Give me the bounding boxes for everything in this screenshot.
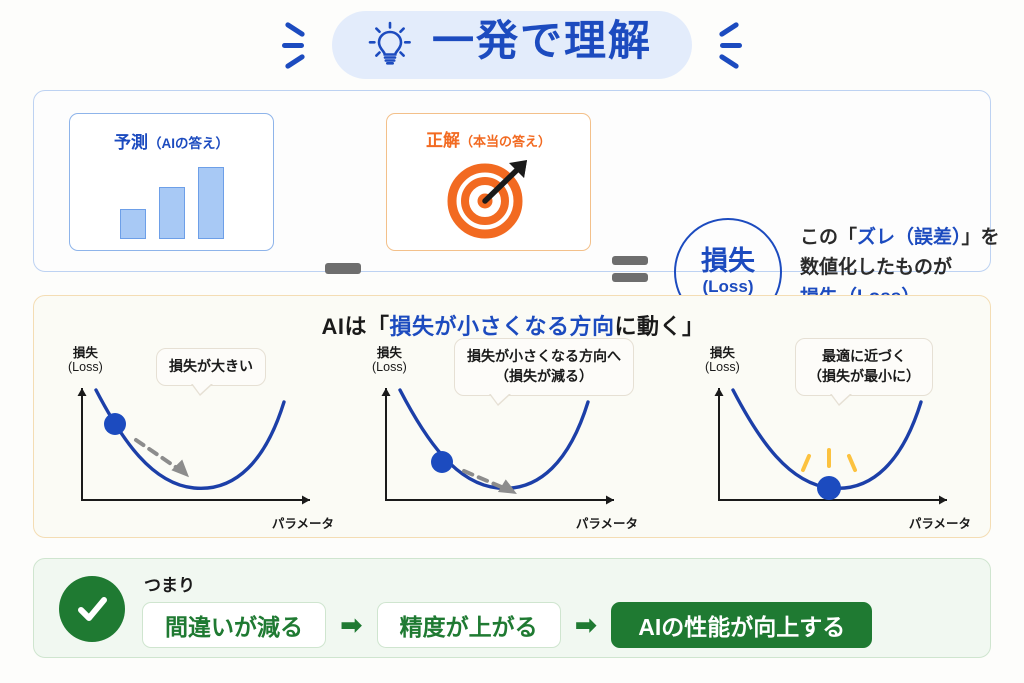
conclusion-chain: 間違いが減る ➡ 精度が上がる ➡ AIの性能が向上する (142, 601, 972, 649)
loss-label-en: (Loss) (702, 276, 754, 296)
explanation-line-2: 数値化したものが (800, 257, 953, 279)
conclusion-step-1: 間違いが減る (142, 602, 326, 648)
page-title: 一発で理解 (431, 17, 652, 64)
target-dart-icon (447, 160, 527, 239)
bar-3 (197, 167, 224, 239)
panel-1-x-axis-label: パラメータ (271, 517, 334, 531)
loss-curve-panel-2: 損失 (Loss) 損失が小さくなる方向へ （損失が減る） パラメータ (356, 338, 646, 531)
panel-3-chart (714, 388, 947, 505)
panel-2-callout-bubble: 損失が小さくなる方向へ （損失が減る） (454, 338, 634, 406)
loss-equation-section: 予測（AIの答え） 正解（本当の答え） (33, 90, 1000, 326)
loss-curve-panel-1: 損失 (Loss) 損失が大きい パラメータ (52, 344, 342, 531)
panel-2-chart (381, 388, 614, 505)
explanation-line-1: この「ズレ（誤差）」を (800, 227, 1000, 248)
minus-operator-icon (325, 263, 361, 274)
panel-3-callout-bubble: 最適に近づく （損失が最小に） (795, 338, 933, 406)
ground-truth-box: 正解（本当の答え） (386, 113, 591, 251)
sparkle-left-icon (280, 17, 314, 73)
loss-label-jp: 損失 (701, 246, 755, 277)
panel-3-sparkle-icon (801, 448, 857, 472)
title-row: 一発で理解 (0, 6, 1024, 84)
conclusion-section: つまり 間違いが減る ➡ 精度が上がる ➡ AIの性能が向上する (33, 558, 991, 658)
gradient-descent-heading: AIは「損失が小さくなる方向に動く」 (321, 314, 705, 339)
panel-2-marker-dot (431, 451, 453, 473)
conclusion-step-2: 精度が上がる (376, 602, 561, 648)
panel-1-chart (77, 388, 310, 505)
panel-1-callout-bubble: 損失が大きい (156, 348, 266, 396)
title-pill: 一発で理解 (331, 11, 692, 79)
bar-1 (119, 209, 146, 239)
panel-1-marker-dot (104, 413, 126, 435)
panel-3-y-axis-label: 損失 (Loss) (705, 346, 740, 375)
chain-arrow-1: ➡ (340, 609, 363, 640)
panel-2-y-axis-label: 損失 (Loss) (372, 346, 407, 375)
prediction-bar-chart (119, 167, 224, 239)
loss-curve-panel-3: 損失 (Loss) 最適に近づく （損失が最小に） パラメータ (689, 338, 979, 531)
sparkle-right-icon (710, 17, 744, 73)
prediction-label: 予測（AIの答え） (114, 133, 229, 152)
bar-2 (158, 187, 185, 239)
panel-3-marker-dot (817, 476, 841, 500)
conclusion-lead-label: つまり (144, 576, 195, 595)
equals-operator-icon (612, 256, 648, 283)
panel-1-y-axis-label: 損失 (Loss) (68, 346, 103, 375)
gradient-descent-section: AIは「損失が小さくなる方向に動く」 損失 (Loss) 損失が大きい パラメー… (33, 295, 991, 538)
conclusion-step-3: AIの性能が向上する (611, 602, 873, 648)
prediction-box: 予測（AIの答え） (69, 113, 274, 251)
panel-2-x-axis-label: パラメータ (575, 517, 638, 531)
panel-3-x-axis-label: パラメータ (908, 517, 971, 531)
check-circle-icon (59, 576, 125, 642)
chain-arrow-2: ➡ (574, 609, 598, 640)
ground-truth-label: 正解（本当の答え） (425, 131, 551, 150)
lightbulb-icon (368, 21, 411, 65)
